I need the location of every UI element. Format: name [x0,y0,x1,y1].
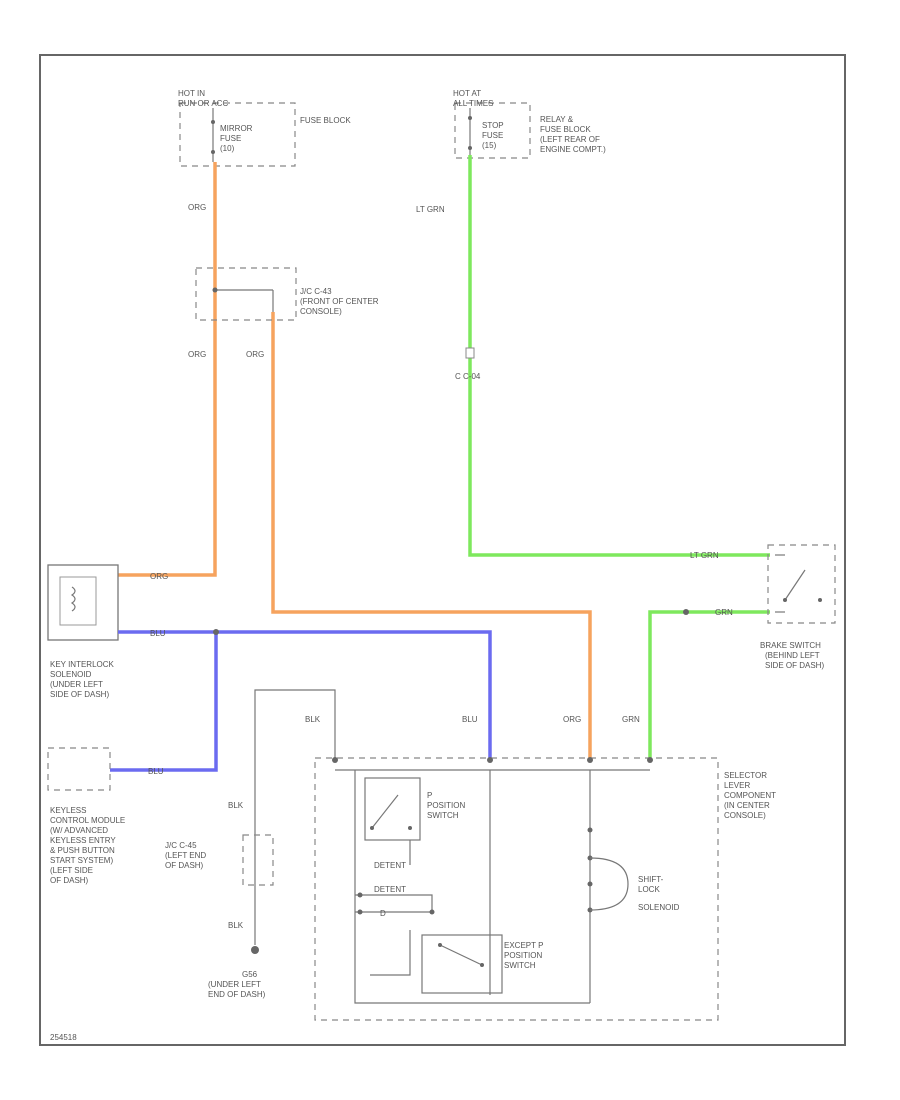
shift-lock-label-2: LOCK [638,885,660,894]
jc-c43-label-3: CONSOLE) [300,307,342,316]
shift-lock-label-3: SOLENOID [638,903,680,912]
p-switch-label-1: P [427,791,432,800]
blu-label-2: BLU [462,715,478,724]
jc-c43-label-1: J/C C-43 [300,287,332,296]
key-interlock-solenoid: KEY INTERLOCK SOLENOID (UNDER LEFT SIDE … [47,564,119,699]
selector-lever-label-2: LEVER [724,781,750,790]
lt-grn-label-2: LT GRN [690,551,719,560]
p-switch-label-2: POSITION [427,801,465,810]
blk-label-2: BLK [228,801,244,810]
keyless-label-6: START SYSTEM) [50,856,113,865]
diagram-footer-id: 254518 [50,1033,77,1042]
ground-circuit: BLK BLK BLK J/C C-45 (LEFT END OF DASH) … [165,689,336,999]
except-p-label-2: POSITION [504,951,542,960]
hot-all-label-2: ALL TIMES [453,99,493,108]
keyless-label-5: & PUSH BUTTON [50,846,115,855]
selector-lever-label-4: (IN CENTER [724,801,770,810]
relay-block-label-3: (LEFT REAR OF [540,135,600,144]
jc-c43-label-2: (FRONT OF CENTER [300,297,379,306]
jc-c45-label-2: (LEFT END [165,851,206,860]
blk-label-3: BLK [228,921,244,930]
orange-wires: ORG ORG ORG ORG ORG [118,162,592,758]
org-label-5: ORG [563,715,581,724]
keyless-label-3: (W/ ADVANCED [50,826,108,835]
keyless-label-2: CONTROL MODULE [50,816,125,825]
lt-grn-label-1: LT GRN [416,205,445,214]
ground-label-3: END OF DASH) [208,990,266,999]
blu-label-1: BLU [150,629,166,638]
org-label-4: ORG [150,572,168,581]
mirror-fuse-label-1: MIRROR [220,124,253,133]
mirror-fuse-block: HOT IN RUN OR ACC MIRROR FUSE (10) FUSE … [178,89,351,167]
relay-block-label-2: FUSE BLOCK [540,125,591,134]
keyless-label-7: (LEFT SIDE [50,866,93,875]
selector-lever-label-5: CONSOLE) [724,811,766,820]
keyless-label-8: OF DASH) [50,876,89,885]
diagram-border [39,54,846,1046]
ground-label-2: (UNDER LEFT [208,980,261,989]
hot-run-label-1: HOT IN [178,89,205,98]
p-switch-label-3: SWITCH [427,811,459,820]
c04-connector-mark [465,347,475,359]
d-label: D [380,909,386,918]
hot-all-label-1: HOT AT [453,89,481,98]
key-interlock-label-4: SIDE OF DASH) [50,690,109,699]
ground-label-1: G56 [242,970,258,979]
stop-fuse-label-2: FUSE [482,131,503,140]
selector-lever-label-1: SELECTOR [724,771,767,780]
hot-run-label-2: RUN OR ACC [178,99,228,108]
jc-c45-label-3: OF DASH) [165,861,204,870]
org-label-3: ORG [246,350,264,359]
shift-lock-label-1: SHIFT- [638,875,664,884]
brake-switch: BRAKE SWITCH (BEHIND LEFT SIDE OF DASH) [760,544,836,670]
green-wires: LT GRN LT GRN GRN GRN C C-04 [416,155,770,758]
key-interlock-label-3: (UNDER LEFT [50,680,103,689]
except-p-label-1: EXCEPT P [504,941,543,950]
grn-label-1: GRN [715,608,733,617]
mirror-fuse-label-2: FUSE [220,134,241,143]
brake-switch-label-1: BRAKE SWITCH [760,641,821,650]
except-p-label-3: SWITCH [504,961,536,970]
blk-label-1: BLK [305,715,321,724]
relay-block-label-1: RELAY & [540,115,574,124]
junction-c43: J/C C-43 (FRONT OF CENTER CONSOLE) [195,267,379,321]
keyless-control-module: KEYLESS CONTROL MODULE (W/ ADVANCED KEYL… [47,747,125,885]
key-interlock-label-1: KEY INTERLOCK [50,660,115,669]
stop-fuse-block: HOT AT ALL TIMES STOP FUSE (15) RELAY & … [453,89,606,159]
brake-switch-label-3: SIDE OF DASH) [765,661,824,670]
key-interlock-label-2: SOLENOID [50,670,92,679]
keyless-label-1: KEYLESS [50,806,86,815]
selector-lever-component: P POSITION SWITCH DETENT DETENT D EXCEPT… [314,757,776,1021]
blu-label-3: BLU [148,767,164,776]
fuse-block-label: FUSE BLOCK [300,116,351,125]
mirror-fuse-label-3: (10) [220,144,235,153]
c04-connector-label: C C-04 [455,372,481,381]
grn-label-2: GRN [622,715,640,724]
blue-wires: BLU BLU BLU [110,629,492,776]
detent-label-2: DETENT [374,885,406,894]
stop-fuse-label-3: (15) [482,141,497,150]
keyless-label-4: KEYLESS ENTRY [50,836,116,845]
selector-lever-label-3: COMPONENT [724,791,776,800]
stop-fuse-label-1: STOP [482,121,504,130]
relay-block-label-4: ENGINE COMPT.) [540,145,606,154]
org-label-1: ORG [188,203,206,212]
detent-label-1: DETENT [374,861,406,870]
brake-switch-label-2: (BEHIND LEFT [765,651,820,660]
jc-c45-label-1: J/C C-45 [165,841,197,850]
org-label-2: ORG [188,350,206,359]
